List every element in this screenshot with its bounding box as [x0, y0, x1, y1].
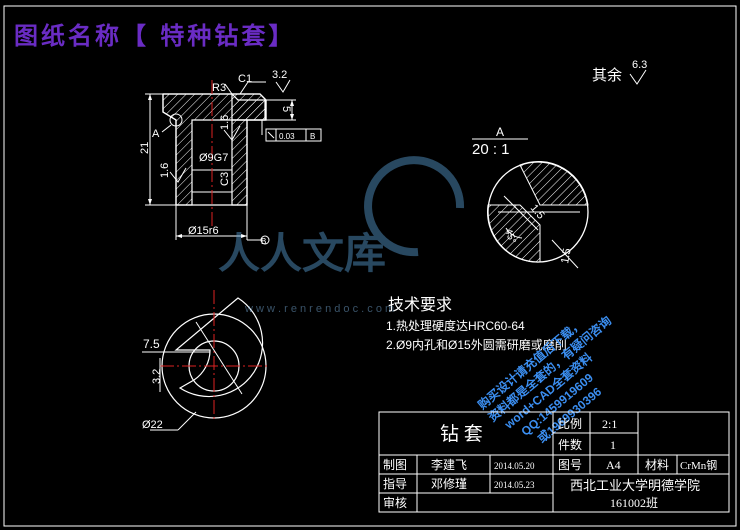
tb-school: 西北工业大学明德学院: [570, 478, 700, 493]
datum-b: B: [261, 237, 266, 246]
dim-1-6-inner: 1.6: [219, 115, 231, 130]
side-dim-7-5: 7.5: [143, 337, 160, 351]
detail-dim-b: 1.5: [559, 247, 573, 264]
detail-scale: 20 : 1: [472, 141, 510, 158]
tb-drawing-no: A4: [606, 458, 621, 472]
detail-label: A: [496, 125, 504, 139]
surface-rest-label: 其余: [592, 66, 622, 84]
dim-5: 5: [280, 106, 292, 112]
drawing-title-banner: 图纸名称【 特种钻套】: [14, 21, 296, 50]
tb-drawn-date: 2014.05.20: [494, 461, 535, 471]
tech-item-1: 1.热处理硬度达HRC60-64: [386, 318, 525, 333]
hatch-flange: [231, 93, 267, 121]
tb-drawn-name: 李建飞: [431, 457, 467, 472]
watermark-url: w w w . r e n r e n d o c . c o m: [244, 303, 394, 315]
tb-guide-date: 2014.05.23: [494, 480, 535, 490]
dim-od: Ø15r6: [188, 225, 219, 237]
title-block: [378, 411, 730, 513]
front-section-view: [145, 79, 322, 245]
surface-rest-value: 6.3: [632, 59, 647, 71]
tb-review-label: 审核: [383, 495, 407, 510]
dim-21: 21: [139, 142, 151, 154]
tb-scale-label: 比例: [558, 417, 582, 431]
hatch-right: [231, 119, 248, 206]
dim-c3: C3: [219, 172, 231, 186]
tb-part-name: 钻 套: [440, 423, 483, 445]
side-dim-22: Ø22: [142, 419, 163, 431]
watermark-brand: 人人文库: [218, 230, 386, 277]
dim-r3: R3: [212, 82, 226, 94]
tb-material: CrMn钢: [680, 459, 717, 472]
side-dim-3-2: 3.2: [151, 369, 163, 384]
tb-drawn-label: 制图: [383, 458, 407, 472]
tb-qty-value: 1: [610, 438, 616, 452]
tech-title: 技术要求: [388, 296, 452, 314]
tb-scale-value: 2:1: [602, 417, 617, 431]
dim-bore: Ø9G7: [199, 152, 228, 164]
tb-guide-label: 指导: [383, 476, 407, 491]
tech-item-2: 2.Ø9内孔和Ø15外圆需研磨或磨削: [386, 338, 567, 352]
surface-top-value: 3.2: [272, 69, 287, 81]
detail-angle: 45°: [502, 227, 518, 245]
tb-drawing-no-label: 图号: [558, 458, 582, 472]
tb-guide-name: 邓修瑾: [431, 476, 467, 491]
watermark: 人人文库 w w w . r e n r e n d o c . c o m: [218, 156, 465, 315]
side-view: [142, 290, 268, 431]
dim-1-6-outer: 1.6: [159, 163, 171, 178]
drawing-border: [3, 5, 737, 527]
tolerance-datum: B: [310, 132, 315, 141]
tolerance-value: 0.03: [279, 132, 295, 141]
surface-rest-mark: [629, 69, 647, 85]
dim-c1: C1: [238, 73, 252, 85]
detail-a-view: [487, 161, 589, 269]
tb-material-label: 材料: [645, 458, 669, 472]
tb-class: 161002班: [610, 496, 658, 510]
tb-qty-label: 件数: [558, 437, 582, 452]
section-a-label: A: [152, 128, 160, 140]
